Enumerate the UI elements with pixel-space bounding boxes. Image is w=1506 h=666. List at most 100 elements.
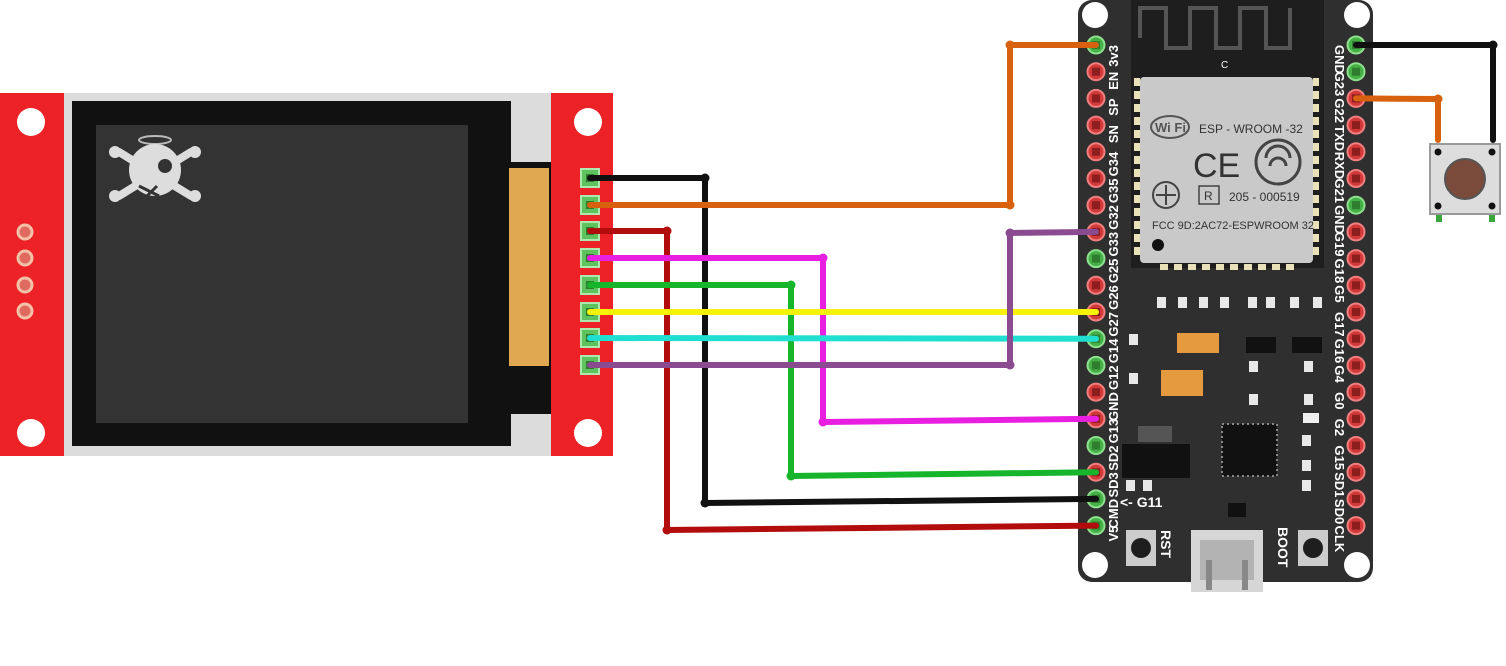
module-pad bbox=[1313, 234, 1319, 242]
module-pad bbox=[1134, 234, 1140, 242]
pin-label: G5 bbox=[1332, 285, 1347, 302]
wire-bend bbox=[786, 471, 796, 481]
module-pad bbox=[1313, 195, 1319, 203]
module-pad bbox=[1272, 264, 1280, 270]
wire-bend bbox=[786, 280, 796, 290]
mount-hole bbox=[17, 108, 45, 136]
boot-button[interactable] bbox=[1298, 530, 1328, 566]
module-pad bbox=[1313, 208, 1319, 216]
sd-pads bbox=[16, 223, 34, 320]
pin-label: G23 bbox=[1332, 72, 1347, 97]
tactile-push-button[interactable] bbox=[1429, 143, 1501, 222]
wire-3v3 bbox=[587, 42, 1099, 208]
pin-label: GND bbox=[1106, 392, 1121, 421]
smd-part bbox=[1304, 361, 1313, 372]
left-pin-labels: 3v3ENSPSNG34G35G32G33G25G26G27G14G12GNDG… bbox=[1106, 45, 1121, 542]
wire-bend bbox=[818, 417, 828, 427]
module-pad bbox=[1313, 117, 1319, 125]
mount-hole bbox=[574, 419, 602, 447]
pin-hole bbox=[1352, 441, 1360, 450]
module-shield bbox=[1140, 77, 1313, 263]
tft-display bbox=[0, 93, 613, 456]
wire-bend bbox=[818, 253, 828, 263]
module-pad bbox=[1313, 91, 1319, 99]
smd-part bbox=[1290, 297, 1299, 308]
module-pad bbox=[1134, 117, 1140, 125]
pin-label: 3v3 bbox=[1106, 45, 1121, 67]
smd-part bbox=[1304, 394, 1313, 405]
pin-label: SD2 bbox=[1106, 446, 1121, 471]
module-pad bbox=[1160, 264, 1168, 270]
pin-hole bbox=[1092, 147, 1100, 156]
esp32-board: C Wi Fi ESP - WROOM -32 CE R 205 - 00051… bbox=[1078, 0, 1373, 592]
pin-label: G4 bbox=[1332, 365, 1347, 383]
module-pad bbox=[1134, 221, 1140, 229]
cert-r: R bbox=[1204, 189, 1213, 203]
pin-hole bbox=[1092, 441, 1100, 450]
wire-bend bbox=[1005, 200, 1015, 210]
pin-hole bbox=[1352, 414, 1360, 423]
pin-label: G25 bbox=[1106, 259, 1121, 284]
wire-bend bbox=[1488, 40, 1498, 50]
pin-label: G17 bbox=[1332, 312, 1347, 337]
rst-label: RST bbox=[1158, 530, 1174, 558]
fcc-text: FCC 9D:2AC72-ESPWROOM 32 bbox=[1152, 220, 1314, 232]
pin-label: G27 bbox=[1106, 312, 1121, 337]
capacitor-orange bbox=[1161, 370, 1203, 396]
cert-r-box bbox=[1198, 185, 1220, 205]
pin-label: G0 bbox=[1332, 392, 1347, 409]
pin-hole bbox=[1092, 201, 1100, 210]
wire-bend bbox=[700, 173, 710, 183]
pin-label: G16 bbox=[1332, 339, 1347, 364]
module-pad bbox=[1134, 78, 1140, 86]
pin-hole bbox=[1352, 67, 1360, 76]
cert-number: 205 - 000519 bbox=[1229, 190, 1300, 204]
smd-part bbox=[1249, 394, 1258, 405]
pin-hole bbox=[1092, 281, 1100, 290]
module-pad bbox=[1244, 264, 1252, 270]
wire-bend bbox=[662, 226, 672, 236]
module-pad bbox=[1313, 130, 1319, 138]
pin-hole bbox=[1352, 147, 1360, 156]
pin-hole bbox=[1352, 254, 1360, 263]
pin-hole bbox=[1352, 494, 1360, 503]
transistor bbox=[1292, 337, 1322, 353]
usb-uart-chip bbox=[1221, 423, 1278, 477]
wifi-icon: Wi Fi bbox=[1150, 115, 1190, 139]
button-cap bbox=[1444, 158, 1486, 200]
rst-button[interactable] bbox=[1126, 530, 1156, 566]
micro-usb-port bbox=[1191, 530, 1263, 592]
mount-hole bbox=[1344, 2, 1370, 28]
module-pad bbox=[1134, 104, 1140, 112]
pin-label: G2 bbox=[1332, 419, 1347, 436]
module-pads bbox=[1134, 78, 1319, 270]
ce-icon: CE bbox=[1193, 147, 1240, 185]
pin-label: V5 bbox=[1106, 526, 1121, 542]
pin-hole bbox=[1352, 281, 1360, 290]
pin-label: G32 bbox=[1106, 205, 1121, 230]
module-pad bbox=[1230, 264, 1238, 270]
transistor bbox=[1246, 337, 1276, 353]
pin-hole bbox=[1092, 94, 1100, 103]
wire-bend bbox=[700, 498, 710, 508]
smd-part bbox=[1302, 435, 1311, 446]
module-pad bbox=[1188, 264, 1196, 270]
smd-part bbox=[1302, 460, 1311, 471]
smd-part bbox=[1143, 480, 1152, 491]
pin-label: TXD bbox=[1332, 125, 1347, 151]
small-ic bbox=[1228, 503, 1246, 517]
smd-part bbox=[1248, 297, 1257, 308]
smd-part bbox=[1302, 480, 1311, 491]
module-pad bbox=[1313, 104, 1319, 112]
module-pad bbox=[1134, 143, 1140, 151]
pin-label: SP bbox=[1106, 98, 1121, 116]
wire-purple bbox=[587, 228, 1099, 368]
pin-label: GND bbox=[1332, 205, 1347, 234]
led bbox=[1303, 413, 1319, 423]
pin-hole bbox=[1352, 468, 1360, 477]
wires bbox=[587, 40, 1498, 535]
wire-btn-gnd bbox=[1353, 42, 1496, 143]
pin-hole bbox=[1352, 308, 1360, 316]
mount-hole bbox=[1344, 552, 1370, 578]
ldo-tab bbox=[1138, 426, 1172, 442]
